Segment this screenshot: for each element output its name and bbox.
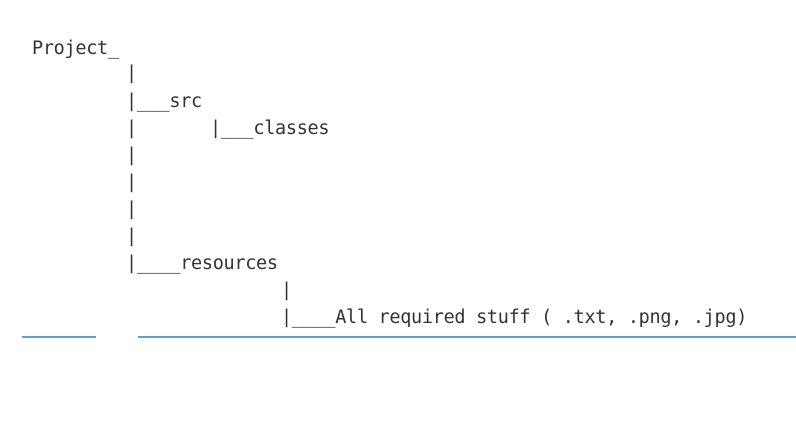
divider-line-right <box>138 336 796 338</box>
tree-node-src: |___src <box>126 91 202 112</box>
tree-branch-connector: | <box>281 280 292 301</box>
tree-branch-connector: | <box>126 226 137 247</box>
tree-branch-connector: | <box>126 145 137 166</box>
tree-branch-connector: | <box>126 172 137 193</box>
tree-branch-connector: | <box>126 199 137 220</box>
divider-line-left <box>22 336 96 338</box>
tree-node-required-stuff: |____All required stuff ( .txt, .png, .j… <box>281 307 748 328</box>
tree-branch-connector: | <box>126 63 137 84</box>
tree-branch-connector: | <box>126 118 137 139</box>
tree-node-classes: |___classes <box>210 118 330 139</box>
tree-node-resources: |____resources <box>126 253 278 274</box>
tree-root-project: Project_ <box>32 38 119 59</box>
